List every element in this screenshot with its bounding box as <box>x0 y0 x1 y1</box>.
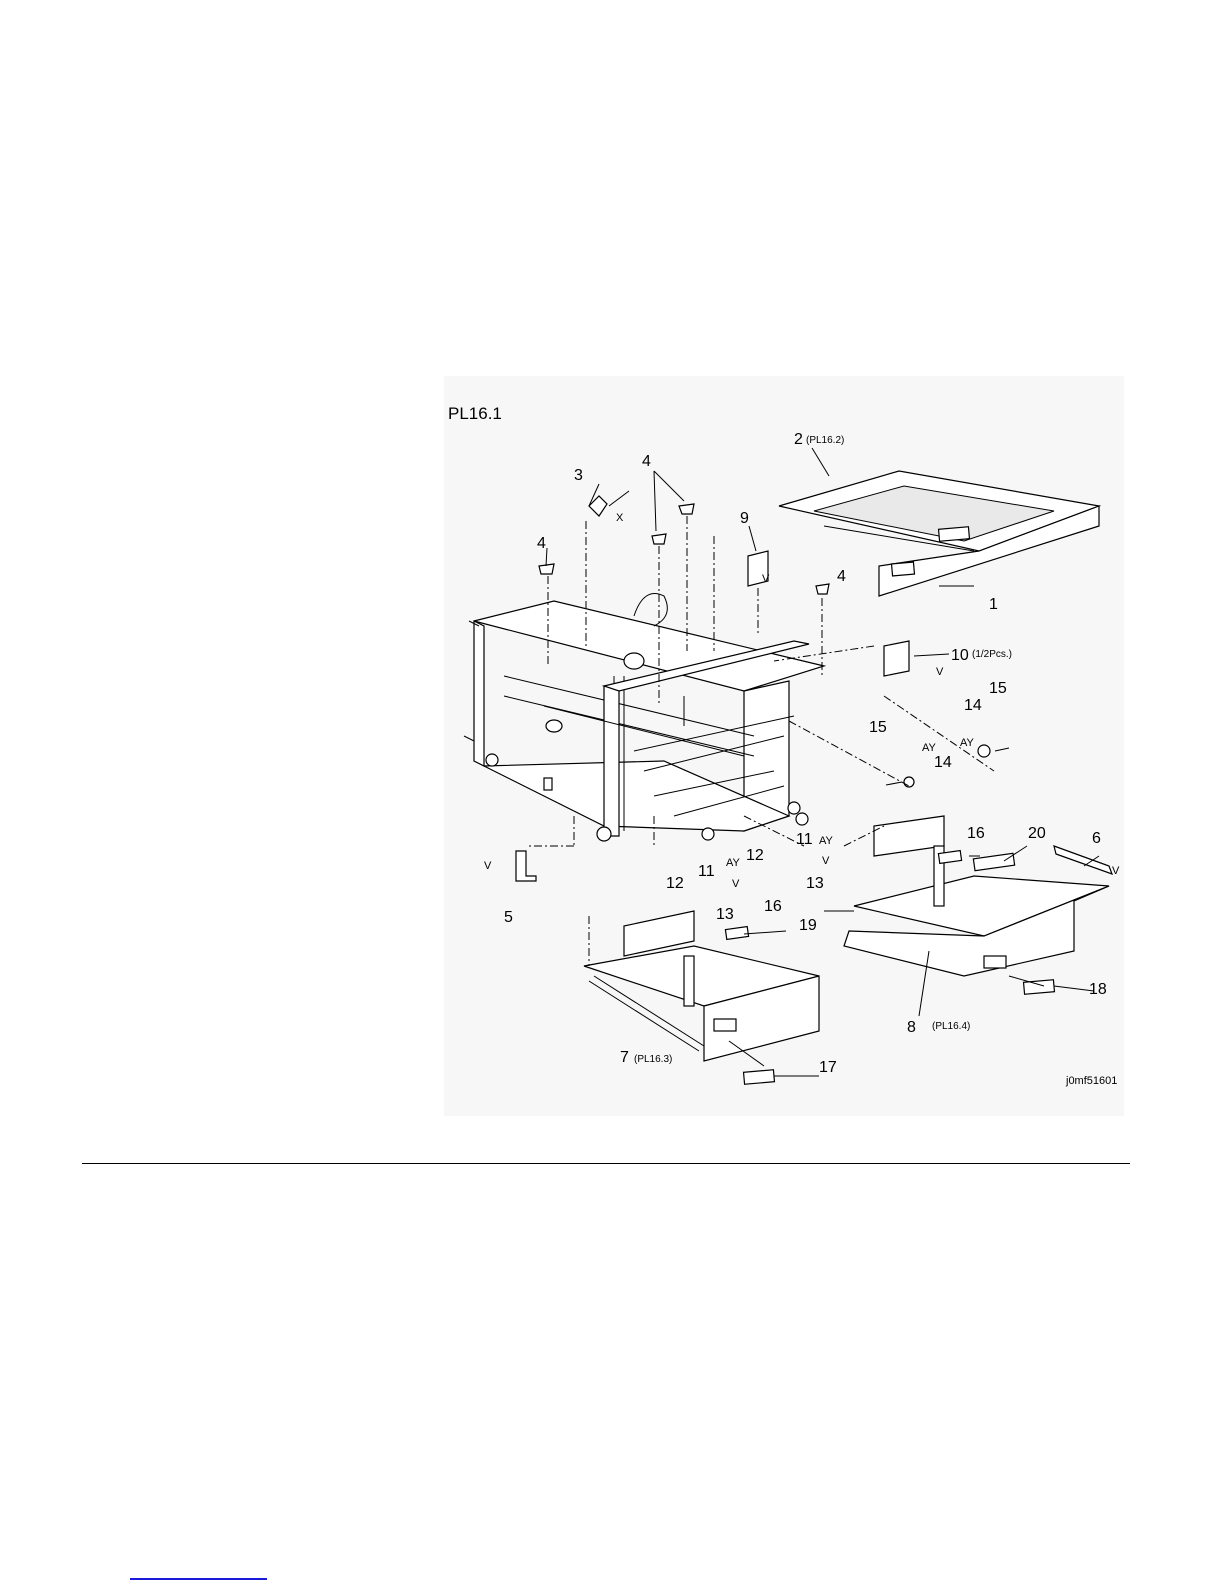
marker-v-13a: V <box>732 878 740 890</box>
callout-9: 9 <box>740 510 749 527</box>
callout-18: 18 <box>1089 981 1107 998</box>
callout-11a: 11 <box>698 863 715 880</box>
callout-6: 6 <box>1092 830 1101 847</box>
marker-ay-14b: AY <box>922 742 937 754</box>
callout-17: 17 <box>819 1059 837 1076</box>
callout-14b: 14 <box>934 754 952 771</box>
marker-v-10: V <box>936 666 944 678</box>
marker-ay-11a: AY <box>726 857 741 869</box>
callout-12b: 12 <box>746 847 764 864</box>
marker-ay-14a: AY <box>960 737 975 749</box>
callout-20: 20 <box>1028 825 1046 842</box>
marker-v-13b: V <box>822 855 830 867</box>
callout-10-qty: (1/2Pcs.) <box>972 649 1012 660</box>
callout-14a: 14 <box>964 697 982 714</box>
marker-x: X <box>616 512 624 524</box>
callout-2: 2 <box>794 431 803 448</box>
marker-v-6: V <box>1112 865 1120 877</box>
marker-ay-11b: AY <box>819 835 834 847</box>
exploded-parts-diagram: 1 2 (PL16.2) 3 4 4 4 5 6 7 (PL16.3) 8 (P… <box>444 376 1124 1116</box>
callout-4a: 4 <box>642 453 651 470</box>
callout-7: 7 <box>620 1049 629 1066</box>
marker-v-9: V <box>762 573 770 585</box>
marker-v-5: V <box>484 860 492 872</box>
callout-3: 3 <box>574 467 583 484</box>
callout-2-ref: (PL16.2) <box>806 435 844 446</box>
callout-13b: 13 <box>806 875 824 892</box>
callout-15b: 15 <box>869 719 887 736</box>
callout-8: 8 <box>907 1019 916 1036</box>
callout-16a: 16 <box>967 825 985 842</box>
image-code: j0mf51601 <box>1065 1075 1117 1087</box>
callout-1: 1 <box>989 596 998 613</box>
callout-4b: 4 <box>537 535 546 552</box>
callout-5: 5 <box>504 909 513 926</box>
callout-13a: 13 <box>716 906 734 923</box>
tray-part-7 <box>584 911 819 1061</box>
callout-4c: 4 <box>837 568 846 585</box>
callout-12a: 12 <box>666 875 684 892</box>
callout-10: 10 <box>951 647 969 664</box>
callout-11b: 11 <box>796 831 813 848</box>
callout-7-ref: (PL16.3) <box>634 1054 672 1065</box>
callout-15a: 15 <box>989 680 1007 697</box>
callout-8-ref: (PL16.4) <box>932 1021 970 1032</box>
callout-19: 19 <box>799 917 817 934</box>
footer-link-underline[interactable] <box>130 1578 267 1580</box>
horizontal-rule <box>82 1163 1130 1164</box>
cabinet-frame <box>464 594 824 842</box>
callout-16b: 16 <box>764 898 782 915</box>
